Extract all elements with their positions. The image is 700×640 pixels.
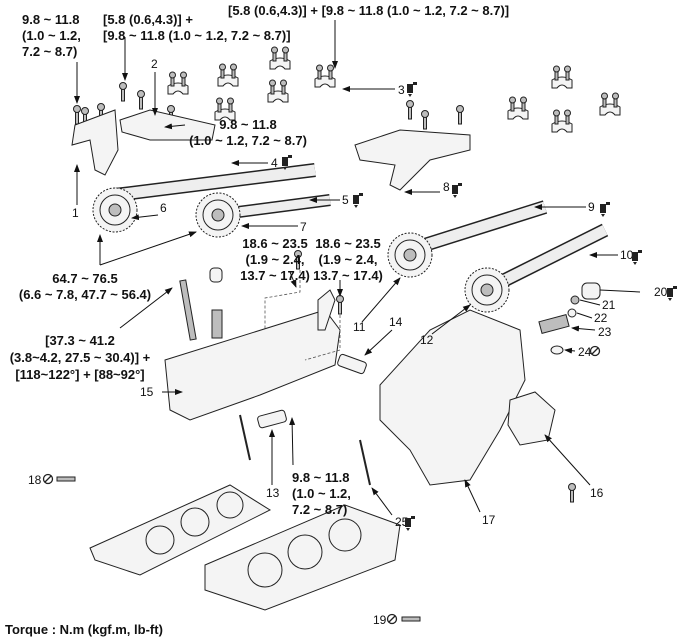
part-number-3: 3 [398,83,405,97]
retainer-21 [570,295,580,305]
part-number-15: 15 [140,385,154,399]
part-number-7: 7 [300,220,307,234]
part-number-23: 23 [598,325,612,339]
torque-label-3: [5.8 (0.6,4.3)] + [9.8 ~ 11.8 (1.0 ~ 1.2… [228,3,509,18]
torque-label-2: [5.8 (0.6,4.3)] +[9.8 ~ 11.8 (1.0 ~ 1.2,… [103,12,291,43]
valve-spring-left [211,309,223,339]
torque-label-7: 18.6 ~ 23.5(1.9 ~ 2.4,13.7 ~ 17.4) [313,236,383,283]
gasket-19-bores [247,518,362,588]
cvvt-sprocket-11 [387,232,433,278]
part-number-19: 19 [373,613,387,627]
part-number-9: 9 [588,200,595,214]
ocv-14 [337,353,367,375]
assembly-line [304,315,341,361]
part-number-22: 22 [594,311,608,325]
cvvt-sprocket-12 [464,267,510,313]
cvvt-sprocket-6 [92,187,138,233]
valve-spring-23 [538,313,570,335]
torque-label-4: 9.8 ~ 11.8(1.0 ~ 1.2, 7.2 ~ 8.7) [189,117,307,148]
part-number-16: 16 [590,486,604,500]
part-number-17: 17 [482,513,496,527]
torque-label-5: 64.7 ~ 76.5(6.6 ~ 7.8, 47.7 ~ 56.4) [19,271,151,302]
bolt-19 [401,616,421,622]
valve-lock-22 [567,308,577,318]
part-number-11: 11 [353,320,366,334]
head-bolt [179,279,197,341]
valve-25 [359,439,371,486]
part-number-20: 20 [654,285,668,299]
camshaft-bearing-bracket-left [71,109,119,176]
part-number-6: 6 [160,201,167,215]
part-number-14: 14 [389,315,403,329]
torque-units-legend: Torque : N.m (kgf.m, lb-ft) [5,622,163,637]
torque-label-1: 9.8 ~ 11.8(1.0 ~ 1.2,7.2 ~ 8.7) [22,12,81,59]
assembly-line [264,270,301,330]
camshaft-4 [114,163,316,202]
part-number-18: 18 [28,473,42,487]
part-number-8: 8 [443,180,450,194]
tappet-20 [581,282,601,300]
part-number-5: 5 [342,193,349,207]
camshaft-9 [412,200,548,255]
part-number-1: 1 [72,206,79,220]
part-number-10: 10 [620,248,634,262]
torque-label-9: 9.8 ~ 11.8(1.0 ~ 1.2,7.2 ~ 8.7) [292,470,351,517]
part-number-21: 21 [602,298,616,312]
intake-arm-15 [317,289,336,331]
valve-left [239,414,251,461]
part-number-24: 24 [578,345,592,359]
cvvt-sprocket-7 [195,192,241,238]
water-outlet-16 [507,391,556,446]
leader-lines [74,20,641,516]
tappet [209,267,223,283]
part-number-13: 13 [266,486,280,500]
cylinder-head-17 [379,309,526,486]
part-number-2: 2 [151,57,158,71]
torque-label-6: 18.6 ~ 23.5(1.9 ~ 2.4,13.7 ~ 17.4) [240,236,310,283]
ocv-13 [257,409,287,429]
torque-label-8: [37.3 ~ 41.2(3.8~4.2, 27.5 ~ 30.4)] +[11… [10,333,151,382]
front-bearing-cap-8 [354,129,471,191]
gasket-18-bores [145,491,244,555]
part-number-12: 12 [420,333,434,347]
part-number-4: 4 [271,156,278,170]
valve-stem-seal-24 [550,345,564,355]
bolt-18 [56,476,76,482]
